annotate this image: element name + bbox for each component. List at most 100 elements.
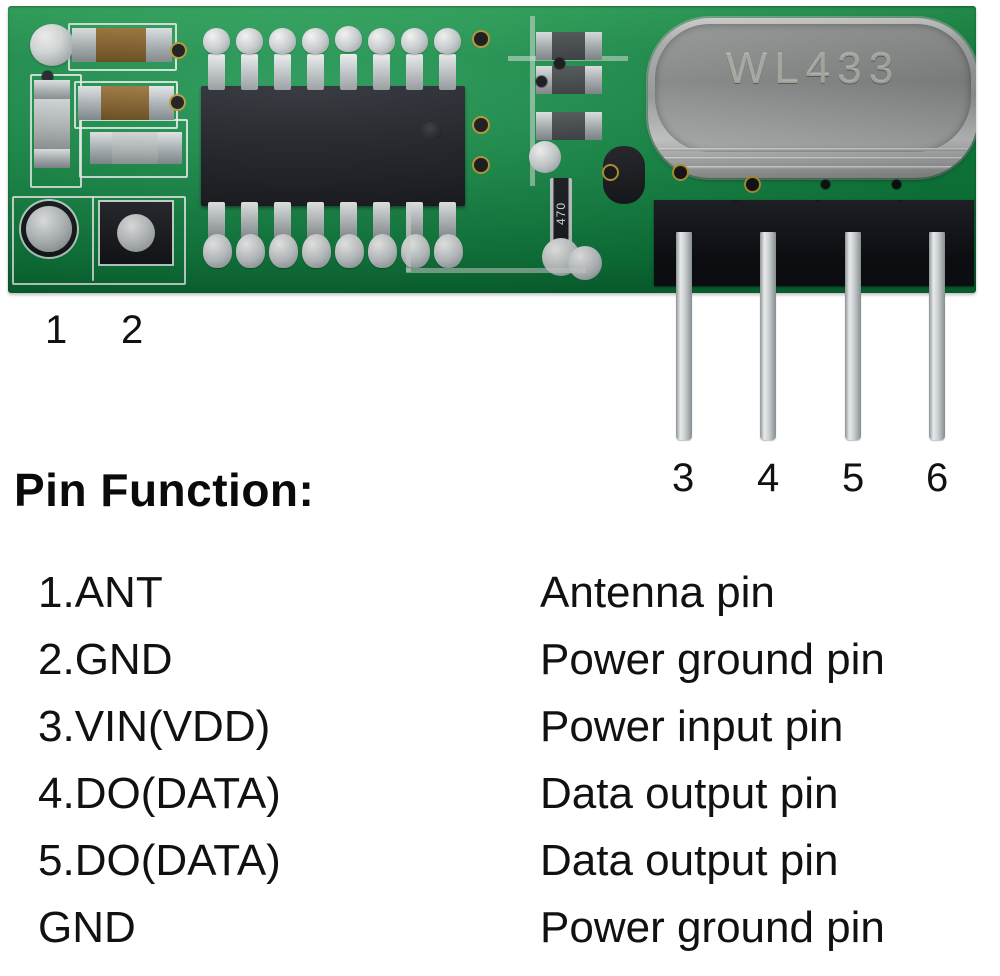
ic-solder-top-4 (302, 28, 329, 54)
crystal-label: WL433 (725, 44, 901, 93)
smd-capacitor-2 (536, 32, 602, 60)
pad-gnd (100, 202, 172, 264)
board-label-1: 1 (45, 308, 68, 352)
ic-pin-bottom-1 (208, 202, 225, 238)
smd-capacitor-4 (536, 112, 602, 140)
ic-pin-bottom-2 (241, 202, 258, 238)
header-pin-6 (929, 232, 945, 440)
ic-pin-top-1 (208, 54, 225, 90)
ic-solder-bottom-3 (269, 234, 298, 268)
pin-description: Power ground pin (540, 635, 885, 684)
crystal-ridge-2 (658, 157, 968, 160)
via-mid-1 (474, 32, 488, 46)
header-pin-4 (760, 232, 776, 440)
pin-function-row: 4.DO(DATA) Data output pin (38, 771, 988, 838)
pin-function-row: 5.DO(DATA) Data output pin (38, 838, 988, 905)
pad-gnd-dot (117, 214, 155, 252)
pad-ant (26, 206, 72, 252)
ic-pin-bottom-4 (307, 202, 324, 238)
ic-pin-bottom-6 (373, 202, 390, 238)
via-top-left (42, 71, 53, 82)
pin-function-row: 2.GND Power ground pin (38, 637, 988, 704)
pin-description: Data output pin (540, 769, 839, 818)
pin-function-row: 3.VIN(VDD) Power input pin (38, 704, 988, 771)
ic-pin-top-6 (373, 54, 390, 90)
ic-solder-bottom-7 (401, 234, 430, 268)
pin-name: 2.GND (38, 635, 173, 684)
solder-dome-top-left (30, 24, 74, 66)
via-black-1 (554, 58, 565, 69)
silkscreen-box-pads (12, 196, 186, 285)
pin-description: Power input pin (540, 702, 844, 751)
ic-solder-top-5 (335, 26, 362, 52)
via-mid-3 (474, 158, 488, 172)
trace-header (406, 202, 411, 272)
pin-function-row: GND Power ground pin (38, 905, 988, 972)
ic-pin-top-3 (274, 54, 291, 90)
pin-name: 1.ANT (38, 568, 163, 617)
ic-solder-bottom-1 (203, 234, 232, 268)
ic-solder-bottom-2 (236, 234, 265, 268)
pin-name: 4.DO(DATA) (38, 769, 281, 818)
header-pin-3 (676, 232, 692, 440)
smd-inductor-vertical (34, 80, 70, 168)
ic-pin-top-4 (307, 54, 324, 90)
silkscreen-divider-pads (92, 196, 94, 281)
via-br-2 (674, 166, 687, 179)
via-mid-2 (474, 118, 488, 132)
crystal-rim (655, 24, 971, 152)
trace-vertical-mid (530, 16, 535, 186)
ic-solder-bottom-5 (335, 234, 364, 268)
smd-capacitor-1 (90, 132, 182, 164)
pin-name: 5.DO(DATA) (38, 836, 281, 885)
ic-solder-top-6 (368, 28, 395, 54)
pin-name: 3.VIN(VDD) (38, 702, 271, 751)
ic-pin-bottom-3 (274, 202, 291, 238)
smd-resistor-1 (72, 28, 172, 62)
via-br-4 (821, 180, 830, 189)
ic-solder-bottom-6 (368, 234, 397, 268)
ic-pin-top-7 (406, 54, 423, 90)
ic-pin1-dimple (421, 122, 443, 140)
pin-description: Antenna pin (540, 568, 775, 617)
pin-header-segment-4 (736, 200, 818, 286)
pin-function-table: 1.ANT Antenna pin 2.GND Power ground pin… (38, 570, 988, 972)
ic-pin-bottom-8 (439, 202, 456, 238)
crystal-oscillator: WL433 (648, 18, 976, 178)
pin-header-segment-3 (654, 200, 736, 286)
ic-receiver-chip (201, 86, 465, 206)
via-left-upper (172, 44, 185, 57)
ic-solder-top-1 (203, 28, 230, 54)
pin-function-row: 1.ANT Antenna pin (38, 570, 988, 637)
pin-function-title: Pin Function: (14, 464, 315, 516)
board-label-5: 5 (842, 456, 865, 500)
crystal-ridge-3 (658, 166, 968, 169)
pin-description: Power ground pin (540, 903, 885, 952)
smd-resistor-2 (78, 86, 174, 120)
via-br-5 (892, 180, 901, 189)
resistor-470: 470 (550, 178, 572, 250)
ic-pin-top-8 (439, 54, 456, 90)
ic-solder-top-7 (401, 28, 428, 54)
ic-pin-top-5 (340, 54, 357, 90)
silkscreen-box-l1 (30, 74, 82, 188)
solder-blob-a (529, 141, 561, 173)
via-br-1 (604, 166, 617, 179)
header-pin-5 (845, 232, 861, 440)
ic-solder-top-8 (434, 28, 461, 54)
via-black-2 (536, 76, 547, 87)
board-label-2: 2 (121, 308, 144, 352)
pin-name: GND (38, 903, 136, 952)
pin-header-block (654, 200, 974, 286)
ic-pin-top-2 (241, 54, 258, 90)
board-label-6: 6 (926, 456, 949, 500)
ic-solder-bottom-8 (434, 234, 463, 268)
solder-blob-c (568, 246, 602, 280)
via-left-lower (171, 96, 184, 109)
pcb-photo: 470 WL433 1 2 3 (0, 0, 1000, 498)
crystal-ridge-1 (658, 148, 968, 151)
ic-pin-bottom-5 (340, 202, 357, 238)
trace-header-2 (406, 268, 586, 273)
resistor-470-label: 470 (554, 201, 568, 225)
board-label-4: 4 (757, 456, 780, 500)
